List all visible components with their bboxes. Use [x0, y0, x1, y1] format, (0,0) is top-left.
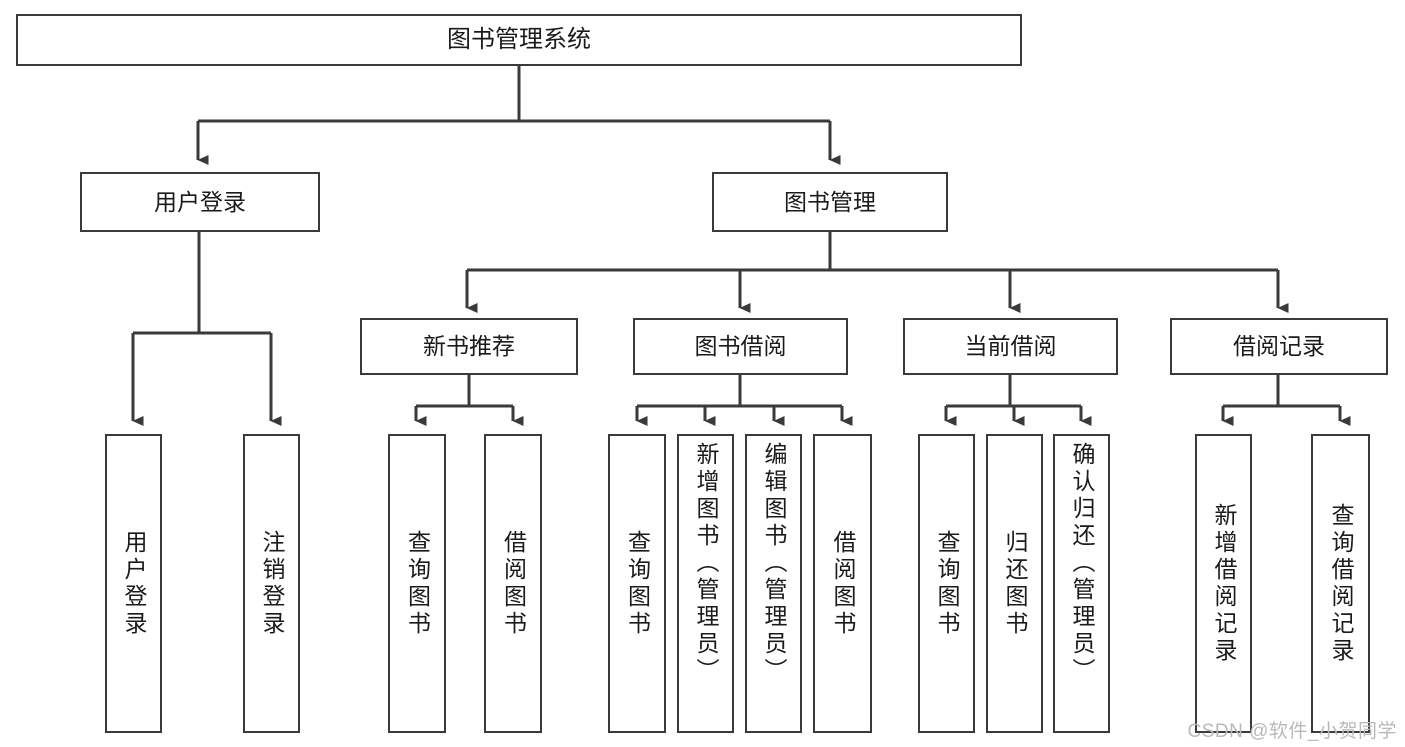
node-book-borrowing[interactable]: 图书借阅 [633, 318, 848, 375]
leaf-query-books-current[interactable]: 查询图书 [918, 434, 975, 733]
leaf-borrow-books[interactable]: 借阅图书 [813, 434, 872, 733]
node-new-book-recommendation[interactable]: 新书推荐 [360, 318, 578, 375]
leaf-add-book-admin[interactable]: 新增图书（管理员） [677, 434, 734, 733]
node-book-management[interactable]: 图书管理 [712, 172, 948, 232]
csdn-watermark: CSDN @软件_小贺同学 [1187, 721, 1397, 742]
leaf-user-login[interactable]: 用户登录 [105, 434, 162, 733]
node-label: 新增借阅记录 [1211, 502, 1237, 665]
node-label: 注销登录 [259, 529, 285, 638]
node-label: 查询图书 [624, 529, 651, 638]
leaf-return-books[interactable]: 归还图书 [986, 434, 1043, 733]
node-label: 确认归还（管理员） [1069, 442, 1095, 685]
leaf-add-borrow-record[interactable]: 新增借阅记录 [1195, 434, 1252, 733]
node-label: 借阅图书 [500, 529, 527, 638]
node-label: 查询图书 [934, 529, 960, 638]
node-label: 图书管理 [784, 188, 876, 215]
leaf-edit-book-admin[interactable]: 编辑图书（管理员） [745, 434, 802, 733]
leaf-query-books-rec[interactable]: 查询图书 [388, 434, 446, 733]
node-label: 当前借阅 [964, 333, 1057, 360]
node-label: 查询借阅记录 [1328, 502, 1354, 665]
node-label: 图书借阅 [694, 333, 787, 360]
node-user-login[interactable]: 用户登录 [80, 172, 320, 232]
node-label: 用户登录 [121, 529, 147, 638]
node-label: 借阅记录 [1233, 333, 1325, 360]
leaf-query-books-borrow[interactable]: 查询图书 [608, 434, 666, 733]
node-label: 编辑图书（管理员） [761, 442, 787, 685]
node-label: 归还图书 [1002, 529, 1028, 638]
leaf-logout[interactable]: 注销登录 [243, 434, 300, 733]
node-root[interactable]: 图书管理系统 [16, 14, 1022, 66]
node-borrow-records[interactable]: 借阅记录 [1170, 318, 1388, 375]
leaf-confirm-return-admin[interactable]: 确认归还（管理员） [1053, 434, 1110, 733]
node-label: 用户登录 [154, 188, 246, 215]
node-label: 查询图书 [404, 529, 431, 638]
node-label: 新书推荐 [423, 333, 515, 360]
node-label: 图书管理系统 [447, 26, 591, 54]
leaf-query-borrow-record[interactable]: 查询借阅记录 [1311, 434, 1370, 733]
leaf-borrow-books-rec[interactable]: 借阅图书 [484, 434, 542, 733]
node-label: 借阅图书 [830, 529, 856, 638]
node-current-borrowing[interactable]: 当前借阅 [903, 318, 1118, 375]
node-label: 新增图书（管理员） [693, 442, 719, 685]
